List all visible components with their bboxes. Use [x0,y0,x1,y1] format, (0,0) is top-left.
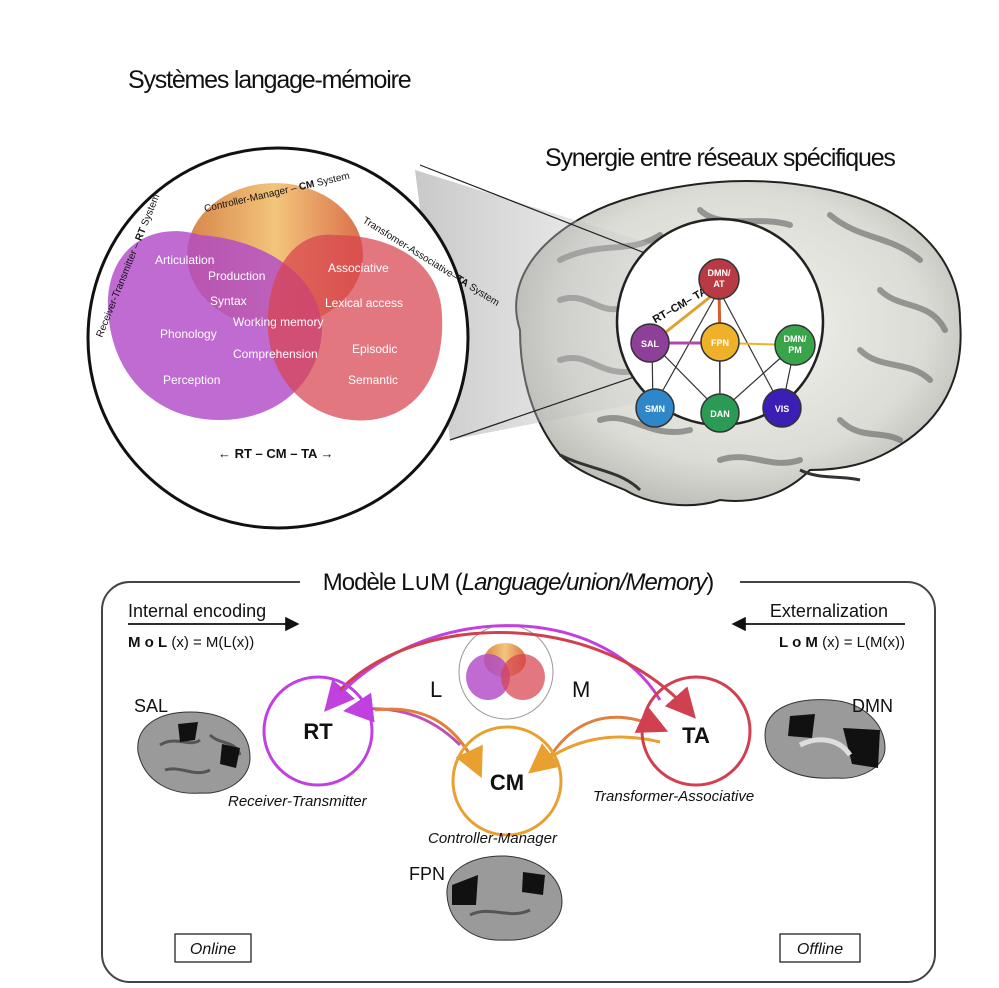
node-sal: SAL [630,323,670,363]
sal-brain-image [137,711,251,794]
venn-rt-set [107,231,323,420]
zoom-cone [415,170,655,440]
internal-encoding-label: Internal encoding [128,601,266,621]
svg-text:DMN/: DMN/ [708,268,731,278]
externalization-label: Externalization [770,601,888,621]
node-fpn: FPN [700,322,740,362]
rt-node: RT [262,675,374,787]
venn-term-production: Production [208,269,265,283]
cm-full-name: Controller-Manager [428,830,558,847]
panel-title-bg [300,568,740,598]
venn-term-articulation: Articulation [155,253,214,267]
label-M: M [572,677,590,702]
venn-term-syntax: Syntax [210,294,247,308]
venn-term-phonology: Phonology [160,327,217,341]
venn-term-episodic: Episodic [352,342,397,356]
svg-text:AT: AT [713,279,725,289]
svg-text:VIS: VIS [775,404,790,414]
node-dmn-pm: DMN/ PM [774,324,816,366]
svg-text:FPN: FPN [711,338,729,348]
formula-l-o-m: L o M (x) = L(M(x)) [779,634,905,651]
node-dan: DAN [700,393,740,433]
title-language-memory-systems: Systèmes langage-mémoire [128,66,412,94]
venn-term-lexical-access: Lexical access [325,296,403,310]
formula-m-o-l: M o L (x) = M(L(x)) [128,634,254,651]
sal-label: SAL [134,696,168,716]
title-network-synergy: Synergie entre réseaux spécifiques [545,144,896,172]
mini-venn-thumbnail [458,624,554,720]
venn-term-comprehension: Comprehension [233,347,318,361]
dmn-label: DMN [852,696,893,716]
online-label: Online [190,941,236,958]
fpn-brain-image [446,855,563,941]
node-dmn-at: DMN/ AT [698,258,740,300]
venn-ta-set [267,234,443,421]
cm-node: CM [451,725,563,837]
rt-full-name: Receiver-Transmitter [228,793,368,810]
fpn-label: FPN [409,864,445,884]
ta-full-name: Transformer-Associative [593,788,754,805]
svg-text:TA: TA [682,723,710,748]
lum-model-title: Modèle L∪M (Language/union/Memory) [323,569,713,596]
arrow-rt-to-cm [374,707,483,779]
node-vis: VIS [762,388,802,428]
online-box [174,933,252,963]
arc-rt-to-ta [338,631,696,719]
svg-text:CM: CM [490,770,524,795]
svg-text:RT: RT [303,719,333,744]
label-L: L [430,677,442,702]
venn-term-semantic: Semantic [348,373,398,387]
venn-term-working-memory: Working memory [233,315,323,329]
venn-term-associative: Associative [328,261,389,275]
offline-box [779,933,861,963]
node-smn: SMN [635,388,675,428]
svg-text:DMN/: DMN/ [784,334,807,344]
zoom-line-bottom [449,374,641,441]
venn-axis-label: ← RT – CM – TA → [218,446,334,461]
svg-text:DAN: DAN [710,409,730,419]
dmn-brain-image [764,699,886,779]
ta-node: TA [640,675,752,787]
zoom-line-top [419,164,651,256]
svg-text:PM: PM [788,345,802,355]
svg-text:SMN: SMN [645,404,665,414]
venn-term-perception: Perception [163,373,220,387]
offline-label: Offline [797,941,843,958]
venn-diagram [107,183,443,421]
svg-text:SAL: SAL [641,339,660,349]
